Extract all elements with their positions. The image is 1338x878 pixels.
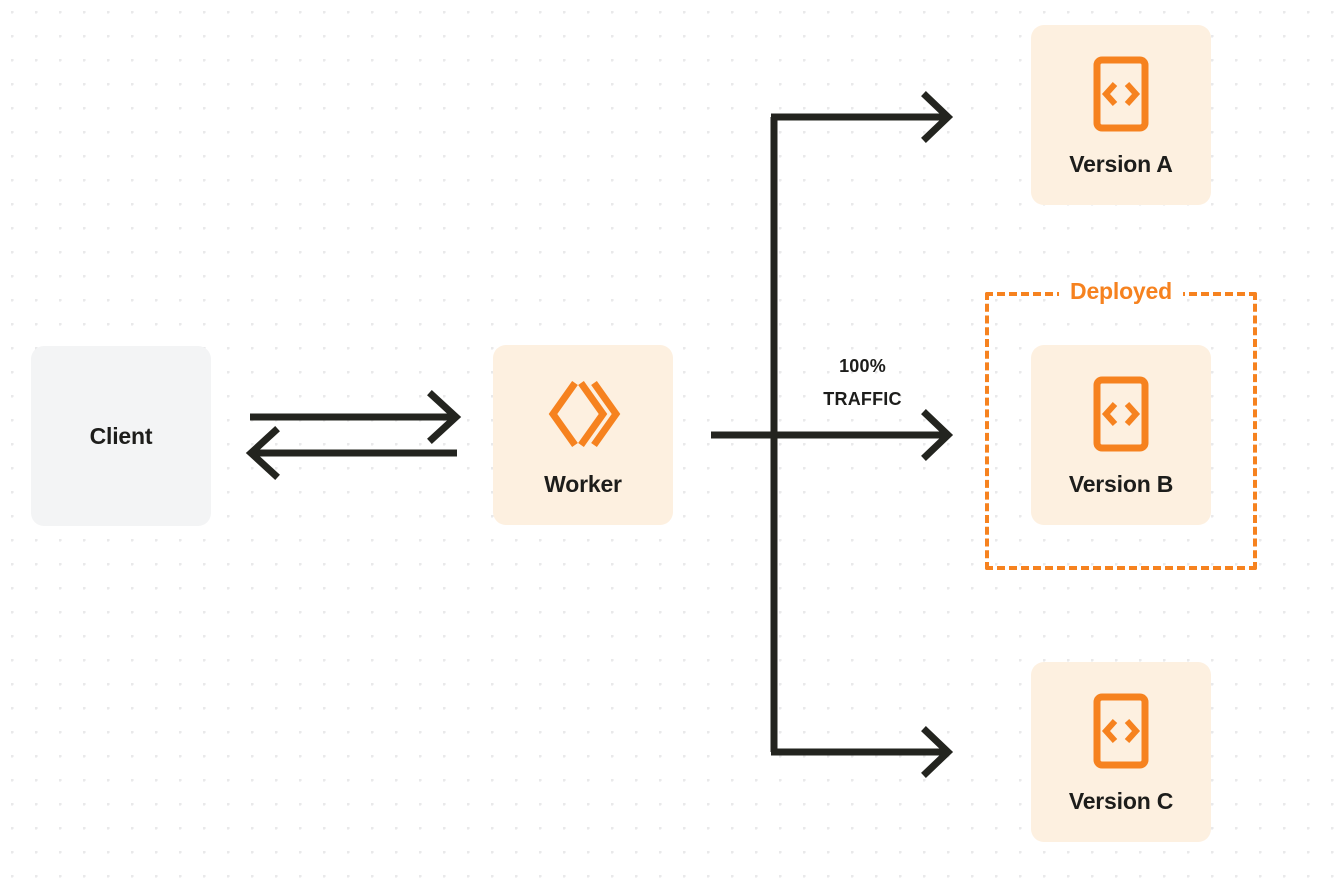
node-version-a-label: Version A <box>1069 150 1173 177</box>
edge-client-to-worker <box>250 390 462 444</box>
edge-worker-to-version-a <box>771 91 954 143</box>
node-worker[interactable]: Worker <box>493 345 673 525</box>
node-version-a[interactable]: Version A <box>1031 25 1211 205</box>
node-client[interactable]: Client <box>31 346 211 526</box>
edge-worker-to-version-c <box>771 726 954 778</box>
node-worker-label: Worker <box>544 470 622 497</box>
code-document-icon <box>1090 375 1152 453</box>
traffic-label: 100% TRAFFIC <box>790 350 935 416</box>
edge-worker-to-version-b <box>711 409 954 461</box>
node-version-b-label: Version B <box>1068 470 1174 497</box>
deployed-group-title: Deployed <box>1059 280 1183 303</box>
node-version-c[interactable]: Version C <box>1031 662 1211 842</box>
edge-worker-to-client <box>245 426 457 480</box>
traffic-percent: 100% <box>839 356 886 376</box>
cloudflare-workers-logo-icon <box>544 375 622 453</box>
code-document-icon <box>1090 55 1152 133</box>
node-version-c-label: Version C <box>1068 787 1174 814</box>
node-client-label: Client <box>89 422 153 449</box>
node-version-b[interactable]: Version B <box>1031 345 1211 525</box>
deployed-group-box: Deployed <box>985 280 1257 570</box>
code-document-icon <box>1090 692 1152 770</box>
traffic-caption: TRAFFIC <box>823 389 902 409</box>
